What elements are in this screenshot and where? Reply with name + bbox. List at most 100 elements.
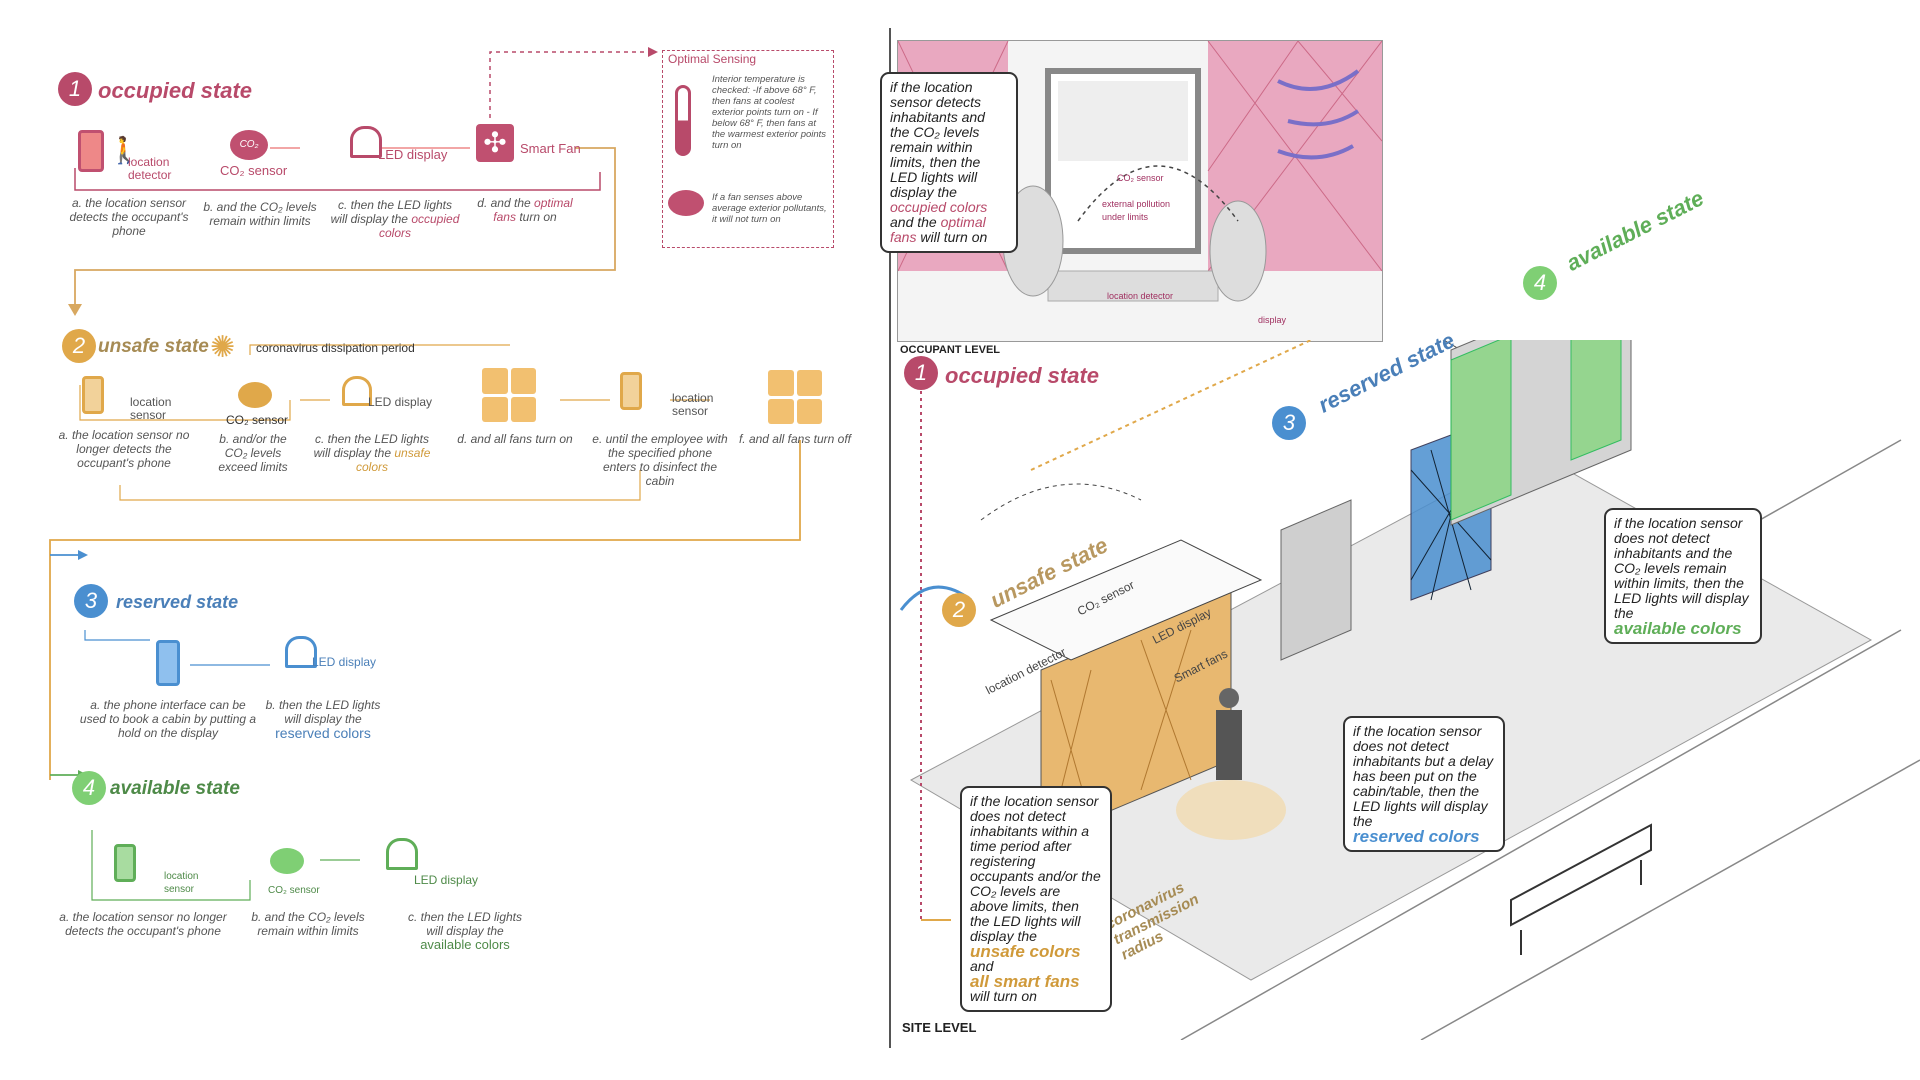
scene-display-label: display <box>1258 315 1287 325</box>
callout-text: and <box>970 958 994 974</box>
phone-icon <box>114 844 136 882</box>
thermometer-icon <box>675 85 691 156</box>
callout-text: if the location sensor does not detect i… <box>1353 723 1494 829</box>
state-2-title: unsafe state <box>98 336 209 357</box>
co2-sensor-label: CO₂ sensor <box>220 163 288 178</box>
scene-co2-label: CO₂ sensor <box>1117 173 1164 183</box>
caption-highlight: available colors <box>420 937 510 952</box>
state-2-caption-d: d. and all fans turn on <box>457 432 573 446</box>
caption-highlight: unsafe colors <box>355 446 431 474</box>
state-2-caption-c: c. then the LED lights will display the … <box>312 432 432 474</box>
fan-icon: ✣ <box>476 124 514 162</box>
smart-fan-label: Smart Fan <box>520 141 581 156</box>
state-2-caption-a: a. the location sensor no longer detects… <box>58 428 190 470</box>
caption-text: b. then the LED lights will display the <box>265 698 381 726</box>
led-display-icon <box>350 126 382 158</box>
unsafe-callout: if the location sensor does not detect i… <box>960 786 1112 1012</box>
led-display-icon <box>285 636 317 668</box>
state-1-caption-b: b. and the CO₂ levels remain within limi… <box>203 200 317 228</box>
scene-location-label: location detector <box>1107 291 1174 301</box>
caption-text: c. then the LED lights will display the <box>330 198 453 226</box>
callout-text: if the location sensor does not detect i… <box>1614 515 1749 621</box>
location-sensor-label: location sensor <box>130 395 172 422</box>
co2-sensor-label: CO₂ sensor <box>268 885 320 896</box>
callout-text: if the location sensor does not detect i… <box>970 793 1101 944</box>
site-state-4-number: 4 <box>1523 266 1557 300</box>
site-state-2-number: 2 <box>942 593 976 627</box>
led-display-icon <box>342 376 372 406</box>
state-4-number: 4 <box>72 771 106 805</box>
optimal-sensing-pollutant: If a fan senses above average exterior p… <box>712 192 827 225</box>
interior-illustration <box>898 41 1382 302</box>
callout-highlight: optimal fans <box>890 214 986 245</box>
optimal-sensing-title: Optimal Sensing <box>668 52 757 66</box>
led-display-label: LED display <box>368 395 433 409</box>
caption-text-end: turn on <box>519 210 557 224</box>
pollutant-icon <box>668 190 704 216</box>
caption-text: c. then the LED lights will display the <box>407 910 523 938</box>
co2-sensor-label: CO₂ sensor <box>226 413 289 427</box>
led-display-icon <box>386 838 418 870</box>
led-display-label: LED display <box>414 873 479 887</box>
panel-divider <box>889 28 891 1048</box>
state-2-number: 2 <box>62 329 96 363</box>
site-state-3-number: 3 <box>1272 406 1306 440</box>
led-display-label: LED display <box>378 147 448 162</box>
callout-text: if the location sensor detects inhabitan… <box>890 79 985 200</box>
led-display-label: LED display <box>312 655 377 669</box>
flow-connectors <box>49 47 801 901</box>
state-4-title: available state <box>110 778 240 799</box>
state-3-caption-a: a. the phone interface can be used to bo… <box>79 698 257 740</box>
callout-text: and the <box>890 214 937 230</box>
callout-highlight: available colors <box>1614 619 1742 638</box>
caption-highlight: optimal fans <box>493 196 573 224</box>
site-state-4-title: available state <box>1562 185 1708 276</box>
caption-highlight: reserved colors <box>275 725 371 741</box>
fans-icon <box>768 370 822 424</box>
callout-highlight: occupied colors <box>890 199 988 215</box>
phone-icon <box>156 640 180 686</box>
state-1-caption-d: d. and the optimal fans turn on <box>465 196 585 224</box>
caption-highlight: occupied colors <box>378 212 460 240</box>
scene-pollution-label: external pollution under limits <box>1102 199 1171 222</box>
state-1-caption-a: a. the location sensor detects the occup… <box>69 196 189 238</box>
state-2-caption-b: b. and/or the CO₂ levels exceed limits <box>218 432 288 474</box>
state-1-number: 1 <box>58 72 92 106</box>
occupant-level-label: OCCUPANT LEVEL <box>900 344 1001 356</box>
state-4-caption-a: a. the location sensor no longer detects… <box>59 910 227 938</box>
callout-text-end: will turn on <box>970 988 1037 1004</box>
phone-icon <box>82 376 104 414</box>
callout-highlight: reserved colors <box>1353 827 1480 846</box>
location-detector-label: location detector <box>128 155 172 182</box>
person-wifi-icon: 🚶 <box>108 135 141 165</box>
fans-icon <box>482 368 536 422</box>
callout-text-end: will turn on <box>920 229 988 245</box>
dissipation-period-label: coronavirus dissipation period <box>256 341 415 355</box>
state-1-caption-c: c. then the LED lights will display the … <box>330 198 460 240</box>
co2-sensor-icon: CO₂ <box>230 130 268 160</box>
caption-text: c. then the LED lights will display the <box>313 432 430 460</box>
site-state-1-title: occupied state <box>945 363 1100 388</box>
state-3-number: 3 <box>74 584 108 618</box>
state-4-caption-b: b. and the CO₂ levels remain within limi… <box>251 910 365 938</box>
location-sensor-label: location sensor <box>672 391 714 418</box>
site-state-1-number: 1 <box>904 356 938 390</box>
virus-icon: ✺ <box>210 331 236 364</box>
state-2-caption-f: f. and all fans turn off <box>738 432 852 446</box>
phone-icon <box>78 130 104 172</box>
reserved-callout: if the location sensor does not detect i… <box>1343 716 1505 852</box>
state-2-caption-e: e. until the employee with the specified… <box>592 432 728 488</box>
location-sensor-label: location sensor <box>164 871 199 895</box>
optimal-sensing-box <box>662 50 834 248</box>
co2-sensor-icon <box>238 382 272 408</box>
optimal-sensing-temp: Interior temperature is checked: -If abo… <box>712 74 827 151</box>
callout-highlight: all smart fans <box>970 972 1080 991</box>
state-3-title: reserved state <box>116 592 239 612</box>
site-level-label: SITE LEVEL <box>902 1020 977 1035</box>
state-1-title: occupied state <box>98 78 253 103</box>
phone-icon <box>620 372 642 410</box>
caption-text: d. and the <box>477 196 531 210</box>
occupant-callout: if the location sensor detects inhabitan… <box>880 72 1018 253</box>
available-callout: if the location sensor does not detect i… <box>1604 508 1762 644</box>
